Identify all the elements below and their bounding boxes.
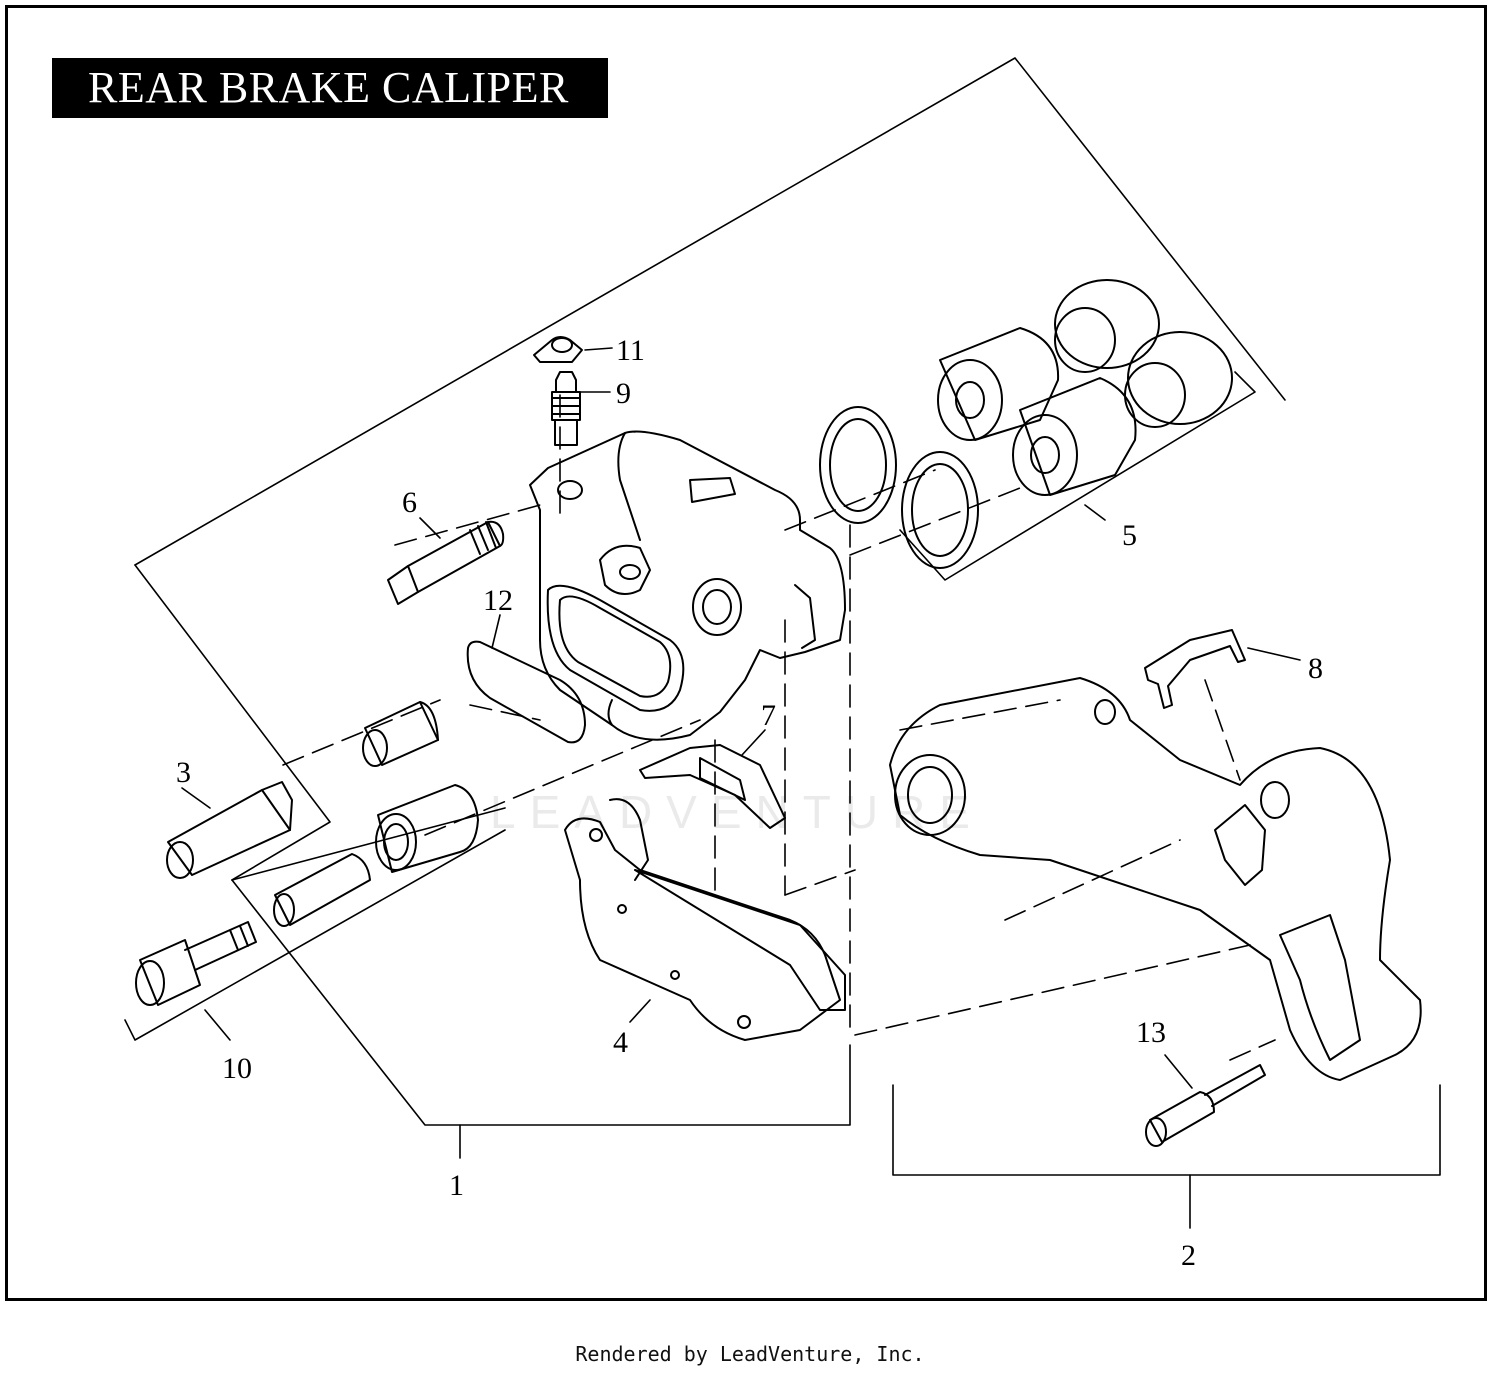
bleeder-valve-part-9 [551, 371, 581, 446]
pin-part-3 [166, 781, 293, 879]
pad-clip-part-8 [1144, 629, 1266, 886]
bolt-part-6 [387, 520, 505, 605]
callout-13: 13 [1136, 1016, 1166, 1049]
diagram-title: REAR BRAKE CALIPER [52, 58, 608, 118]
callout-6: 6 [402, 486, 417, 519]
kit-5-bracket [899, 371, 1256, 581]
assembly-2-bracket [892, 1084, 1441, 1229]
caliper-body-part-1 [529, 430, 846, 741]
callout-9: 9 [616, 377, 631, 410]
callout-2: 2 [1181, 1239, 1196, 1272]
kit-10-bracket [124, 829, 506, 1041]
bleeder-cap-part-11 [533, 336, 583, 363]
assembly-1-outline [134, 57, 1286, 1126]
pin-part-13 [1145, 1064, 1266, 1147]
callout-12: 12 [483, 584, 513, 617]
piston-part-5 [937, 327, 1137, 496]
footer-credit: Rendered by LeadVenture, Inc. [575, 1342, 925, 1366]
cap-screw-part-10 [135, 921, 257, 1006]
sleeve-part-3-upper [362, 701, 439, 767]
piston-seal-part-5 [819, 406, 979, 569]
callout-1: 1 [449, 1169, 464, 1202]
piston-cup-part-5 [1054, 279, 1233, 428]
guide-pin-part-10 [273, 853, 371, 927]
callout-4: 4 [613, 1026, 628, 1059]
caliper-bracket-part-2 [889, 677, 1422, 1081]
diagram-frame [5, 5, 1487, 1301]
leader-lines [181, 347, 1301, 1089]
callout-5: 5 [1122, 519, 1137, 552]
callout-8: 8 [1308, 652, 1323, 685]
watermark: LEADVENTURE [490, 786, 984, 838]
callout-3: 3 [176, 756, 191, 789]
pad-spring-part-7 [639, 744, 786, 829]
callout-10: 10 [222, 1052, 252, 1085]
boot-part-10 [375, 784, 479, 873]
callout-labels: 1 2 3 4 5 6 7 8 9 10 11 12 13 [176, 334, 1323, 1272]
alignment-lines [282, 394, 1276, 1061]
callout-11: 11 [616, 334, 645, 367]
pad-insulator-part-12 [466, 640, 586, 744]
callout-7: 7 [761, 699, 776, 732]
brake-pad-part-4 [564, 798, 846, 1041]
